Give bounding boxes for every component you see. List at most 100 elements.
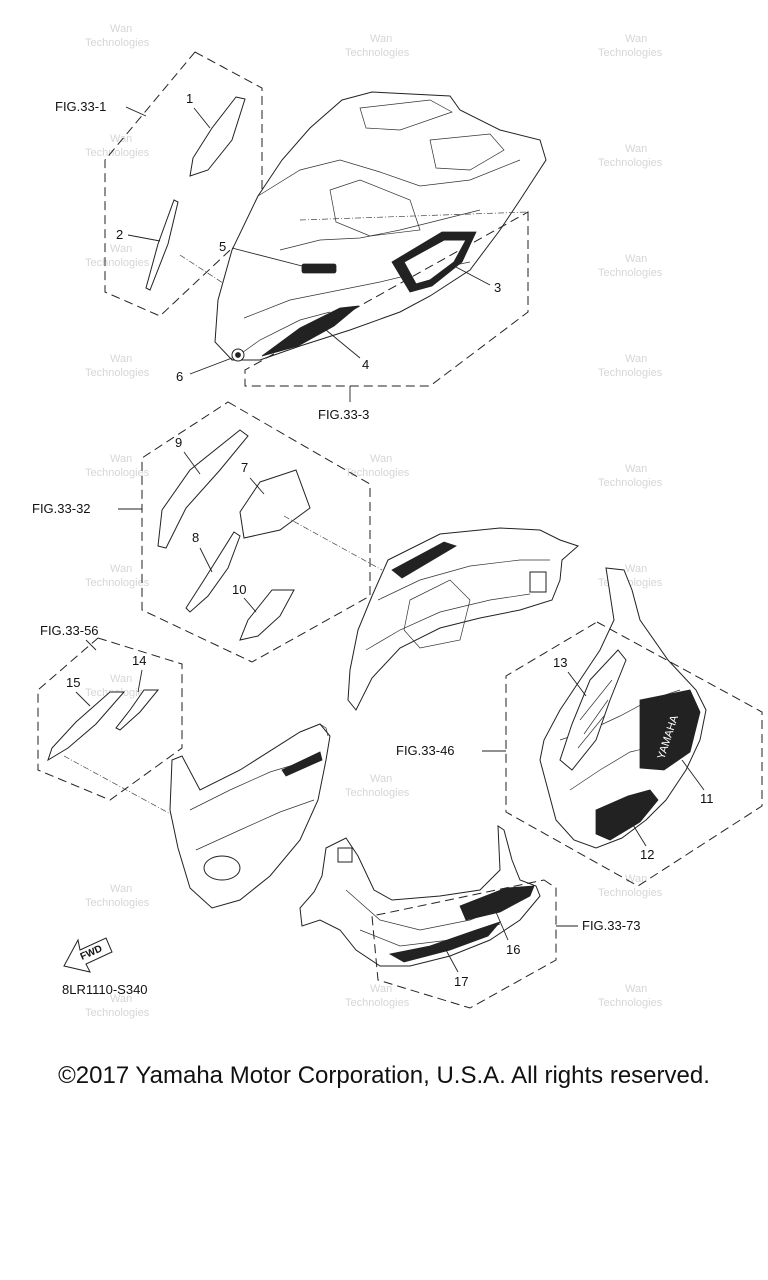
callout-6[interactable]: 6 — [176, 369, 183, 384]
svg-text:Wan: Wan — [110, 243, 132, 255]
callout-1[interactable]: 1 — [186, 91, 193, 106]
copyright-notice: ©2017 Yamaha Motor Corporation, U.S.A. A… — [58, 1062, 710, 1089]
svg-text:Wan: Wan — [625, 463, 647, 475]
svg-text:Wan: Wan — [110, 993, 132, 1005]
callout-4[interactable]: 4 — [362, 357, 369, 372]
emblem-5[interactable] — [301, 263, 337, 274]
svg-text:Technologies: Technologies — [85, 257, 150, 269]
decal-10[interactable] — [239, 589, 295, 641]
callout-10-leader — [243, 597, 257, 613]
callout-13[interactable]: 13 — [553, 655, 567, 670]
right-side-panel: YAMAHA — [539, 567, 707, 849]
decal-9[interactable] — [157, 429, 249, 549]
svg-text:Wan: Wan — [625, 353, 647, 365]
top-cowling-vent — [429, 133, 505, 171]
callout-5[interactable]: 5 — [219, 239, 226, 254]
svg-text:Wan: Wan — [625, 33, 647, 45]
grommet-6-center — [235, 352, 241, 358]
right-side-panel-body[interactable] — [539, 567, 707, 849]
callout-9[interactable]: 9 — [175, 435, 182, 450]
svg-text:Wan: Wan — [625, 143, 647, 155]
decal-4[interactable] — [261, 305, 360, 357]
fig-33-1-leader — [125, 106, 147, 117]
decal-14[interactable] — [115, 689, 160, 731]
lower-left-panel-hole — [203, 855, 241, 881]
diagram-code: 8LR1110-S340 — [62, 982, 148, 997]
callout-7-leader — [249, 477, 265, 495]
decal-7[interactable] — [239, 469, 311, 539]
fig-33-1-link-line — [179, 254, 227, 286]
callout-17[interactable]: 17 — [454, 974, 468, 989]
fwd-arrow-icon — [63, 937, 113, 973]
fig-33-1-label[interactable]: FIG.33-1 — [55, 99, 106, 114]
callout-10[interactable]: 10 — [232, 582, 246, 597]
svg-text:Wan: Wan — [370, 33, 392, 45]
decal-12[interactable] — [595, 789, 659, 841]
svg-text:Technologies: Technologies — [598, 267, 663, 279]
svg-text:Wan: Wan — [110, 23, 132, 35]
decal-8[interactable] — [185, 531, 241, 613]
callout-12[interactable]: 12 — [640, 847, 654, 862]
fig-33-1-group: FIG.33-1 1 2 — [55, 51, 263, 317]
svg-text:Wan: Wan — [370, 453, 392, 465]
callout-3[interactable]: 3 — [494, 280, 501, 295]
decal-15[interactable] — [47, 691, 126, 762]
decal-1[interactable] — [189, 96, 246, 177]
callout-8[interactable]: 8 — [192, 530, 199, 545]
callout-2-leader — [127, 234, 161, 242]
decal-13[interactable] — [559, 649, 627, 771]
callout-15[interactable]: 15 — [66, 675, 80, 690]
svg-text:Technologies: Technologies — [598, 477, 663, 489]
top-cowling-cutout — [329, 179, 421, 237]
decal-11[interactable] — [639, 689, 701, 771]
fig-33-73-label[interactable]: FIG.33-73 — [582, 918, 641, 933]
callout-11-leader — [681, 759, 705, 791]
callout-8-leader — [199, 547, 213, 573]
callout-11[interactable]: 11 — [700, 791, 714, 806]
mid-side-panel-stripe — [391, 541, 457, 579]
lower-left-panel-edge — [319, 723, 329, 737]
top-cowling — [214, 91, 547, 362]
callout-3-leader — [453, 265, 491, 286]
mid-side-panel-tab — [529, 571, 547, 593]
fig-33-56-boundary — [37, 637, 183, 801]
svg-text:Technologies: Technologies — [85, 577, 150, 589]
svg-text:Wan: Wan — [625, 983, 647, 995]
top-cowling-contour — [257, 159, 521, 197]
callout-14[interactable]: 14 — [132, 653, 146, 668]
lower-left-panel-contour — [195, 799, 315, 851]
svg-text:Technologies: Technologies — [345, 787, 410, 799]
top-cowling-body[interactable] — [214, 91, 547, 361]
svg-text:Technologies: Technologies — [345, 467, 410, 479]
callout-7[interactable]: 7 — [241, 460, 248, 475]
callout-16[interactable]: 16 — [506, 942, 520, 957]
svg-text:Wan: Wan — [110, 563, 132, 575]
svg-text:Technologies: Technologies — [85, 367, 150, 379]
callout-2[interactable]: 2 — [116, 227, 123, 242]
fig-33-56-label[interactable]: FIG.33-56 — [40, 623, 99, 638]
callout-17-leader — [445, 949, 459, 973]
decal-17[interactable] — [388, 921, 502, 963]
svg-text:Technologies: Technologies — [85, 147, 150, 159]
svg-text:Wan: Wan — [370, 773, 392, 785]
fig-33-32-boundary — [141, 401, 371, 663]
fig-33-32-label[interactable]: FIG.33-32 — [32, 501, 91, 516]
decal-2[interactable] — [145, 199, 179, 291]
fig-33-3-label[interactable]: FIG.33-3 — [318, 407, 369, 422]
mid-side-panel-body[interactable] — [347, 527, 579, 711]
lower-left-panel-body[interactable] — [169, 723, 331, 909]
fig-33-46-label[interactable]: FIG.33-46 — [396, 743, 455, 758]
lower-left-panel-stripe — [281, 751, 323, 777]
top-cowling-contour — [279, 209, 481, 251]
mid-side-panel-contour — [377, 559, 550, 601]
fig-33-1-boundary — [104, 51, 263, 317]
